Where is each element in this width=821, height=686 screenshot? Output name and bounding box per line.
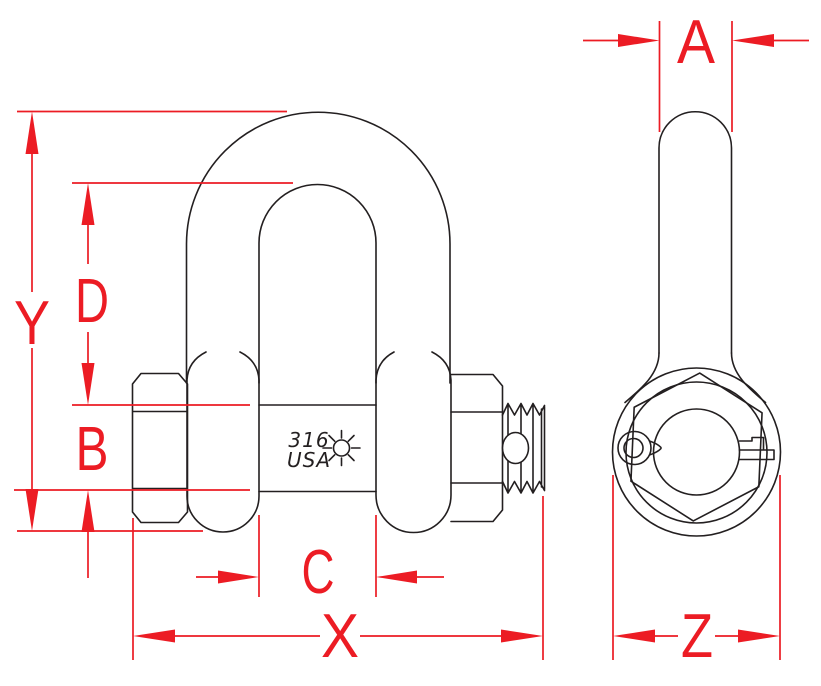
dimension-y: Y <box>14 110 287 532</box>
dim-y-arrow-down <box>25 489 39 531</box>
dim-label-y: Y <box>14 289 50 358</box>
dim-label-b: B <box>76 415 109 484</box>
dim-y-extension-lines <box>17 110 287 532</box>
dim-d-arrow-down <box>81 363 95 405</box>
stamp-origin-text: USA <box>287 448 331 472</box>
dim-a-arrow-left <box>732 34 774 47</box>
dimension-x: X <box>132 496 544 671</box>
pin-shaft-lines <box>258 404 377 493</box>
cotter-ring-inner <box>623 437 644 459</box>
dim-z-arrow-right <box>738 629 780 643</box>
hex-nut-face <box>630 372 763 522</box>
dim-x-extension-lines <box>132 496 544 660</box>
dim-a-extension-lines <box>658 21 733 132</box>
dim-b-arrow-up <box>81 490 95 532</box>
sun-burst-icon <box>322 429 361 467</box>
dim-c-arrow-right <box>218 570 259 584</box>
stamp-grade-text: 316 <box>288 428 329 452</box>
dimension-a: A <box>583 8 809 132</box>
dim-a-arrow-right <box>618 34 660 47</box>
dimension-z: Z <box>612 475 781 671</box>
dim-d-arrow-up <box>81 183 95 225</box>
dim-y-arrow-up <box>25 111 39 154</box>
dim-z-arrow-left <box>613 629 655 643</box>
left-leg-boss <box>186 351 260 533</box>
bow-outer-outline <box>185 111 451 384</box>
side-view <box>611 111 782 537</box>
right-hex-nut <box>450 373 504 523</box>
cotter-pin-hole <box>501 431 530 465</box>
stamp-316-usa: 316 USA <box>287 428 361 472</box>
cotter-ring-outer <box>617 430 652 466</box>
pin-end-circle <box>652 408 741 496</box>
dimension-d: D <box>72 182 293 405</box>
cotter-ring-taper <box>648 440 662 456</box>
dim-label-c: C <box>302 538 335 607</box>
dim-b-extension-lines <box>14 404 250 491</box>
dimension-b: B <box>14 404 250 578</box>
dim-label-x: X <box>321 602 359 671</box>
dim-label-d: D <box>75 267 109 336</box>
dim-c-extension-lines <box>258 515 377 597</box>
cotter-pin-prongs <box>738 436 775 461</box>
shank-flare <box>624 352 767 404</box>
eye-outer-circle <box>611 367 782 537</box>
front-view: 316 USA <box>131 111 546 534</box>
right-leg-boss <box>375 351 452 534</box>
pin-shank-outline <box>658 111 733 354</box>
dimension-c: C <box>196 515 444 607</box>
sun-rays <box>322 429 361 467</box>
dim-x-arrow-left <box>133 629 175 643</box>
dim-x-arrow-right <box>501 629 543 643</box>
dim-label-a: A <box>677 8 716 77</box>
dim-label-z: Z <box>681 602 713 671</box>
bow-inner-outline <box>258 183 377 384</box>
dim-c-arrow-left <box>376 570 417 584</box>
dim-z-extension-lines <box>612 475 781 660</box>
sun-circle <box>332 439 351 457</box>
left-hex-nut <box>131 372 189 524</box>
